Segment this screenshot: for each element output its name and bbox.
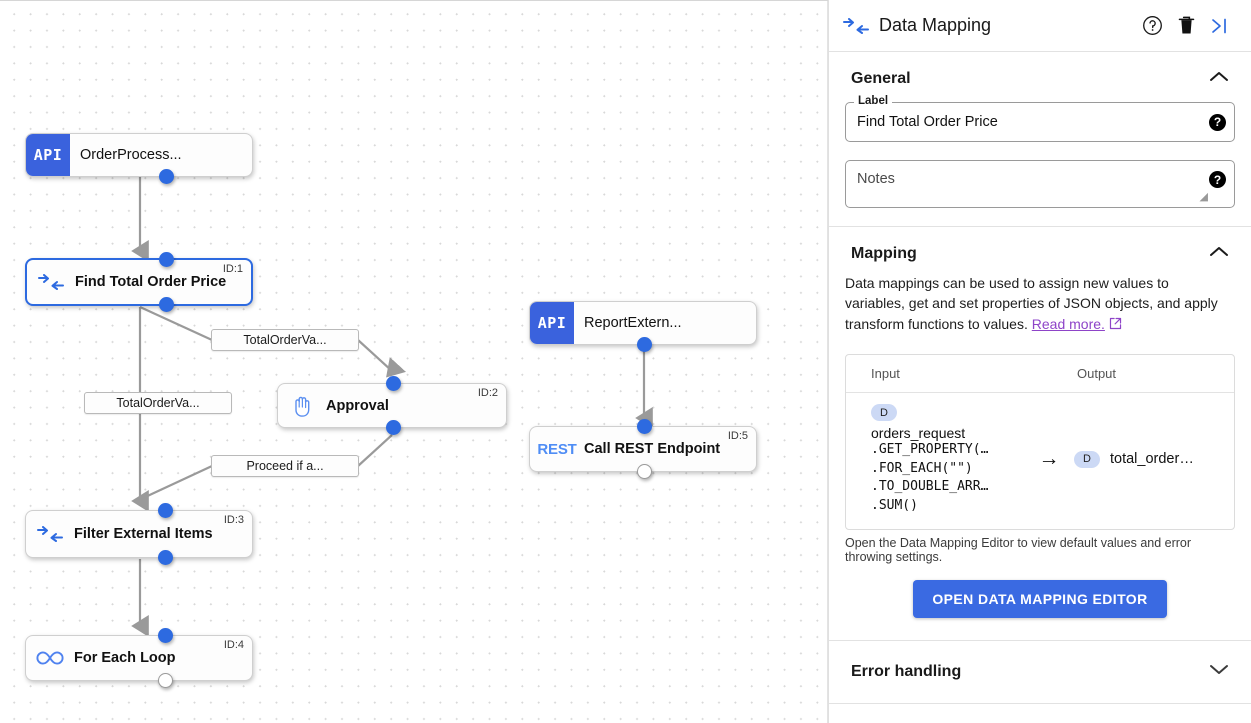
api-badge-icon: API bbox=[530, 302, 574, 344]
mapping-input-cell: D orders_request .GET_PROPERTY(… .FOR_EA… bbox=[846, 403, 1024, 515]
mapping-note: Open the Data Mapping Editor to view def… bbox=[845, 536, 1192, 565]
data-mapping-icon bbox=[839, 17, 873, 34]
node-find-total-order-price[interactable]: Find Total Order Price ID:1 bbox=[25, 252, 253, 312]
external-link-icon[interactable] bbox=[1109, 316, 1122, 332]
canvas-right-edge bbox=[827, 1, 828, 723]
node-output-port[interactable] bbox=[158, 550, 173, 565]
chevron-up-icon[interactable] bbox=[1209, 70, 1229, 88]
node-output-port[interactable] bbox=[158, 673, 173, 688]
node-input-port[interactable] bbox=[637, 419, 652, 434]
help-icon[interactable]: ? bbox=[1209, 171, 1226, 188]
node-id-label: ID:2 bbox=[477, 387, 498, 399]
node-output-port[interactable] bbox=[637, 464, 652, 479]
node-title: Approval bbox=[326, 397, 389, 414]
node-id-label: ID:5 bbox=[727, 430, 748, 442]
section-error-handling: Error handling bbox=[829, 641, 1251, 705]
panel-header: Data Mapping bbox=[829, 0, 1251, 52]
section-general-header[interactable]: General bbox=[829, 52, 1251, 98]
notes-input[interactable] bbox=[857, 171, 1203, 203]
input-variable-name: orders_request bbox=[871, 425, 966, 442]
section-mapping-header[interactable]: Mapping bbox=[829, 227, 1251, 273]
node-approval[interactable]: Approval ID:2 bbox=[277, 376, 507, 435]
node-title: For Each Loop bbox=[74, 650, 176, 666]
edge-label-total-order-va-1[interactable]: TotalOrderVa... bbox=[211, 329, 359, 351]
mapping-arrow-icon: → bbox=[1038, 447, 1060, 471]
mapping-output-cell: D total_order… bbox=[1074, 450, 1234, 468]
node-title: OrderProcess... bbox=[80, 147, 182, 163]
general-fields: Label ? ? ◢ bbox=[829, 95, 1251, 208]
hand-icon bbox=[278, 394, 326, 418]
node-input-port[interactable] bbox=[158, 628, 173, 643]
mapping-table-header: Input Output bbox=[846, 355, 1234, 393]
node-order-process[interactable]: API OrderProcess... bbox=[25, 133, 253, 184]
open-data-mapping-editor-button[interactable]: OPEN DATA MAPPING EDITOR bbox=[913, 580, 1167, 619]
node-report-extern[interactable]: API ReportExtern... bbox=[529, 301, 757, 352]
node-id-label: ID:1 bbox=[222, 263, 243, 275]
infinity-icon bbox=[26, 650, 74, 666]
label-input[interactable] bbox=[857, 114, 1203, 130]
help-circle-icon[interactable] bbox=[1135, 9, 1169, 43]
data-mapping-icon bbox=[26, 526, 74, 542]
node-output-port[interactable] bbox=[386, 420, 401, 435]
input-code-line: .GET_PROPERTY(… bbox=[871, 442, 989, 458]
node-input-port[interactable] bbox=[159, 252, 174, 267]
notes-field-wrapper[interactable]: ? ◢ bbox=[845, 160, 1235, 208]
node-title: ReportExtern... bbox=[584, 315, 682, 331]
section-general: General Label ? ? ◢ bbox=[829, 52, 1251, 227]
node-output-port[interactable] bbox=[159, 297, 174, 312]
input-code-line: .FOR_EACH("") bbox=[871, 460, 973, 476]
mapping-button-row: OPEN DATA MAPPING EDITOR bbox=[829, 564, 1251, 640]
rest-badge-icon: REST bbox=[537, 440, 577, 458]
input-code-line: .TO_DOUBLE_ARR… bbox=[871, 479, 989, 495]
input-code-line: .SUM() bbox=[871, 497, 918, 513]
trash-icon[interactable] bbox=[1169, 9, 1203, 43]
node-title: Find Total Order Price bbox=[75, 274, 227, 290]
connector-layer bbox=[131, 177, 653, 637]
section-title: Error handling bbox=[851, 663, 962, 681]
edge-label-proceed-if-a[interactable]: Proceed if a... bbox=[211, 455, 359, 477]
data-mapping-icon bbox=[27, 274, 75, 290]
section-title: Mapping bbox=[851, 245, 917, 262]
input-type-badge: D bbox=[871, 404, 897, 422]
node-output-port[interactable] bbox=[637, 337, 652, 352]
output-type-badge: D bbox=[1074, 450, 1100, 468]
mapping-description: Data mappings can be used to assign new … bbox=[845, 275, 1218, 332]
output-variable-name: total_order… bbox=[1110, 451, 1194, 468]
node-for-each-loop[interactable]: For Each Loop ID:4 bbox=[25, 628, 253, 688]
collapse-panel-icon[interactable] bbox=[1203, 9, 1237, 43]
label-field-wrapper[interactable]: Label ? bbox=[845, 95, 1235, 142]
node-input-port[interactable] bbox=[386, 376, 401, 391]
node-input-port[interactable] bbox=[158, 503, 173, 518]
table-row[interactable]: D orders_request .GET_PROPERTY(… .FOR_EA… bbox=[846, 393, 1234, 529]
node-call-rest-endpoint[interactable]: REST Call REST Endpoint ID:5 bbox=[529, 419, 757, 479]
label-field-legend: Label bbox=[854, 95, 893, 107]
chevron-up-icon[interactable] bbox=[1209, 245, 1229, 263]
chevron-down-icon[interactable] bbox=[1209, 663, 1229, 681]
edge-label-total-order-va-2[interactable]: TotalOrderVa... bbox=[84, 392, 232, 414]
node-id-label: ID:3 bbox=[223, 514, 244, 526]
section-title: General bbox=[851, 70, 911, 87]
properties-panel: Data Mapping bbox=[828, 0, 1251, 723]
node-id-label: ID:4 bbox=[223, 639, 244, 651]
help-icon[interactable]: ? bbox=[1209, 113, 1226, 131]
workflow-canvas[interactable]: API OrderProcess... Find Total Order Pri… bbox=[0, 0, 828, 723]
read-more-link[interactable]: Read more. bbox=[1031, 315, 1105, 332]
node-output-port[interactable] bbox=[159, 169, 174, 184]
section-error-handling-header[interactable]: Error handling bbox=[829, 641, 1251, 703]
node-title: Call REST Endpoint bbox=[584, 441, 721, 457]
mapping-table[interactable]: Input Output D orders_request .GET_PROPE… bbox=[845, 353, 1235, 531]
resize-handle[interactable]: ◢ bbox=[1199, 191, 1208, 203]
column-header-output: Output bbox=[1077, 365, 1117, 381]
mapping-description-block: Data mappings can be used to assign new … bbox=[829, 273, 1251, 340]
node-filter-external-items[interactable]: Filter External Items ID:3 bbox=[25, 503, 253, 565]
panel-title: Data Mapping bbox=[879, 15, 992, 35]
column-header-input: Input bbox=[871, 365, 900, 381]
api-badge-icon: API bbox=[26, 134, 70, 176]
node-title: Filter External Items bbox=[74, 526, 213, 542]
section-mapping: Mapping Data mappings can be used to ass… bbox=[829, 227, 1251, 642]
